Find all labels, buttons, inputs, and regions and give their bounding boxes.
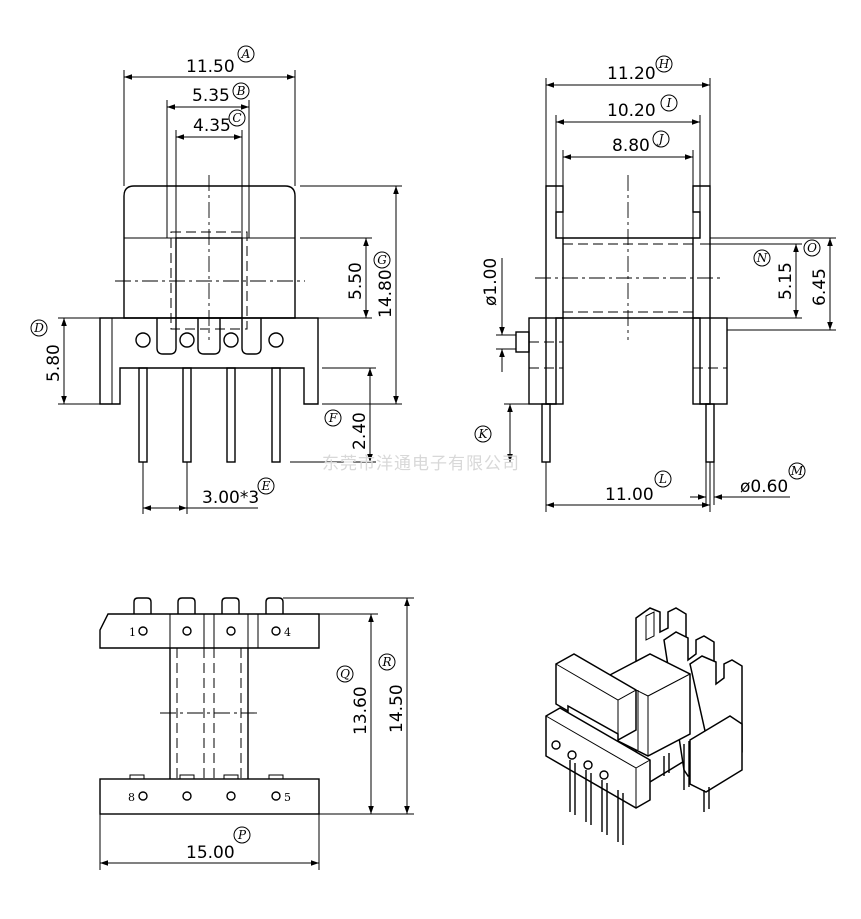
dim-inner-value: 5.50 xyxy=(346,262,366,300)
dim-a-tag: A xyxy=(241,47,251,61)
dim-c-value: 4.35 xyxy=(193,116,231,136)
dim-f-tag: F xyxy=(328,411,338,425)
dim-l-value: 11.00 xyxy=(605,485,654,505)
dim-d-tag: D xyxy=(33,321,44,335)
dim-g-tag: G xyxy=(377,253,387,267)
dim-i-tag: I xyxy=(666,96,672,110)
pin-4-label: 4 xyxy=(284,626,291,639)
pin-1-label: 1 xyxy=(129,626,136,639)
dim-f-value: 2.40 xyxy=(350,412,370,450)
dim-p-tag: P xyxy=(237,828,247,842)
dim-b-value: 5.35 xyxy=(192,86,230,106)
dim-i-value: 10.20 xyxy=(607,101,656,121)
dim-q-tag: Q xyxy=(340,667,350,681)
dim-m-tag: M xyxy=(790,464,804,478)
dim-j-tag: J xyxy=(656,132,665,146)
dim-n-tag: N xyxy=(756,251,768,265)
dim-m-value: ø0.60 xyxy=(740,477,788,497)
dim-a-value: 11.50 xyxy=(186,57,235,77)
dim-g-value: 14.80 xyxy=(376,269,396,318)
company-watermark: 东莞市洋通电子有限公司 xyxy=(322,454,520,474)
dim-k-tag: K xyxy=(478,427,489,441)
dim-o-value: 6.45 xyxy=(810,268,830,306)
dim-p-value: 15.00 xyxy=(186,843,235,863)
dim-e-tag: E xyxy=(261,479,271,493)
dim-k-value: ø1.00 xyxy=(481,258,501,306)
dim-q-value: 13.60 xyxy=(351,686,371,735)
side-view: 11.20 H 10.20 I 8.80 J 5.15 N 6.45 O xyxy=(474,55,836,512)
pin-8-label: 8 xyxy=(128,791,135,804)
dim-n-value: 5.15 xyxy=(776,262,796,300)
dim-h-value: 11.20 xyxy=(607,64,656,84)
dim-c-tag: C xyxy=(232,111,241,125)
dim-e-value: 3.00*3 xyxy=(202,488,259,508)
dim-o-tag: O xyxy=(807,241,817,255)
dim-r-value: 14.50 xyxy=(387,684,407,733)
isometric-view xyxy=(545,607,743,845)
dim-h-tag: H xyxy=(658,57,670,71)
dim-r-tag: R xyxy=(381,655,391,669)
pin-5-label: 5 xyxy=(284,791,291,804)
dim-j-value: 8.80 xyxy=(612,136,650,156)
dim-l-tag: L xyxy=(658,472,667,486)
bottom-view: 1 4 8 5 13.60 Q 14.50 R xyxy=(99,597,414,870)
dim-b-tag: B xyxy=(236,84,246,98)
dim-d-value: 5.80 xyxy=(44,344,64,382)
front-view: 11.50 A 5.35 B 4.35 C 5.50 14.80 G 5.80 xyxy=(30,45,402,514)
